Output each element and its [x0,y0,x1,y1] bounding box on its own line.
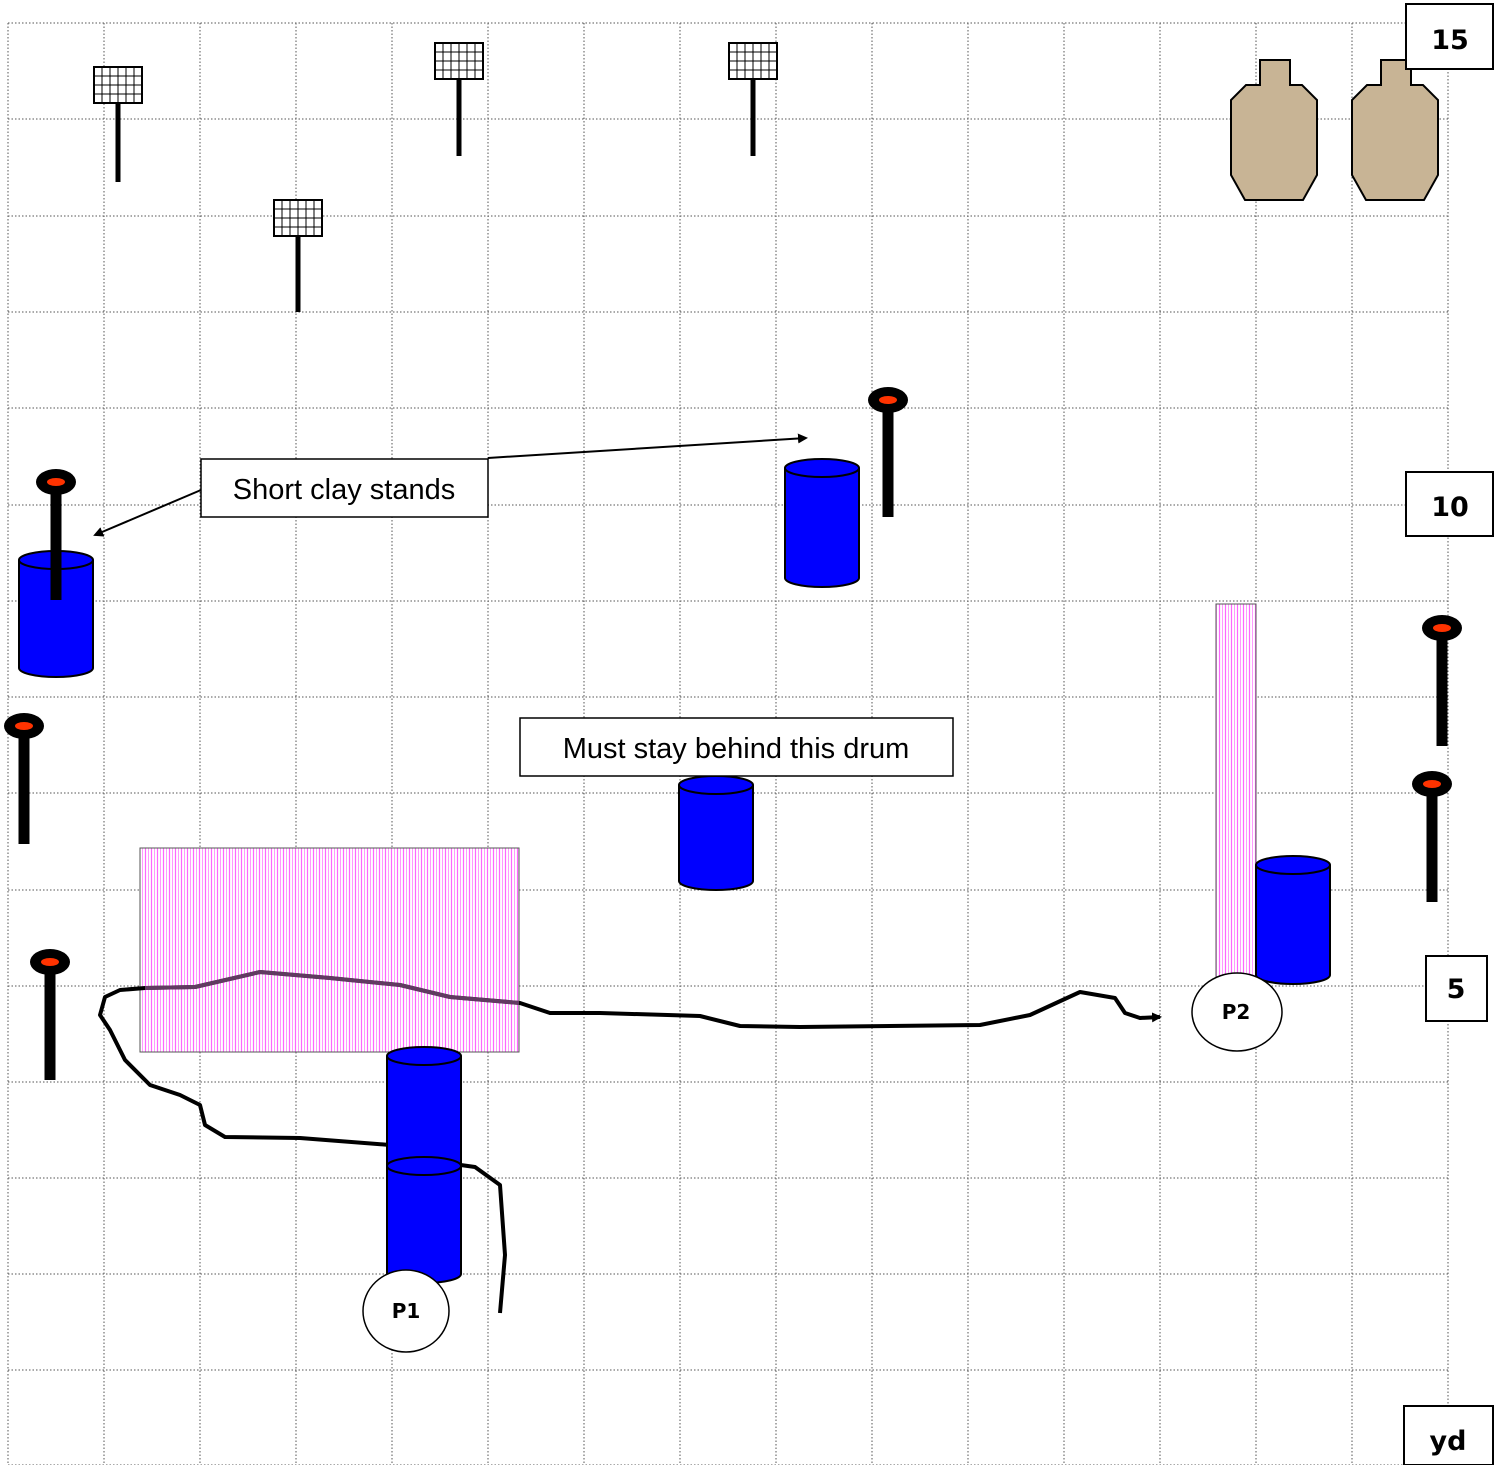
callout-stay-behind-drum: Must stay behind this drum [519,717,954,777]
clay-popper-stand-icon [868,387,908,517]
fault-line-box [139,847,520,1053]
svg-text:Short clay stands: Short clay stands [233,474,455,506]
callout-arrow [487,433,808,459]
svg-text:5: 5 [1447,974,1466,1005]
clay-popper-stand-icon [4,713,44,844]
yard-marker-10: 10 [1405,471,1494,537]
yard-marker-5: 5 [1425,955,1488,1022]
barrel-icon [784,458,860,588]
movement-path-inside-box [144,970,520,1005]
svg-text:yd: yd [1430,1426,1467,1457]
callout-short-clay-stands: Short clay stands [200,458,489,518]
steel-plate-target-icon [273,199,323,312]
callout-arrow [93,489,202,537]
svg-text:P1: P1 [392,1299,421,1323]
cardboard-silhouette-icon [1351,59,1439,201]
clay-popper-stand-icon [1412,771,1452,902]
svg-text:15: 15 [1431,25,1469,56]
steel-plate-target-icon [93,66,143,182]
svg-text:10: 10 [1431,492,1469,523]
shooting-position-p2: P2 [1191,972,1283,1052]
steel-plate-target-icon [434,42,484,156]
clay-popper-stand-icon [36,469,76,600]
barrel-icon [386,1046,462,1176]
barrel-icon [386,1156,462,1284]
barrel-icon [1255,855,1331,985]
clay-popper-stand-icon [30,949,70,1080]
yard-marker-15: 15 [1405,3,1494,70]
yard-unit-label: yd [1403,1405,1494,1465]
cardboard-silhouette-icon [1230,59,1318,201]
fault-line-strip [1215,603,1257,980]
clay-popper-stand-icon [1422,615,1462,746]
barrel-icon [678,775,754,891]
shooting-position-p1: P1 [362,1269,450,1353]
svg-text:P2: P2 [1222,1000,1251,1024]
svg-text:Must stay behind this drum: Must stay behind this drum [563,733,910,765]
steel-plate-target-icon [728,42,778,156]
